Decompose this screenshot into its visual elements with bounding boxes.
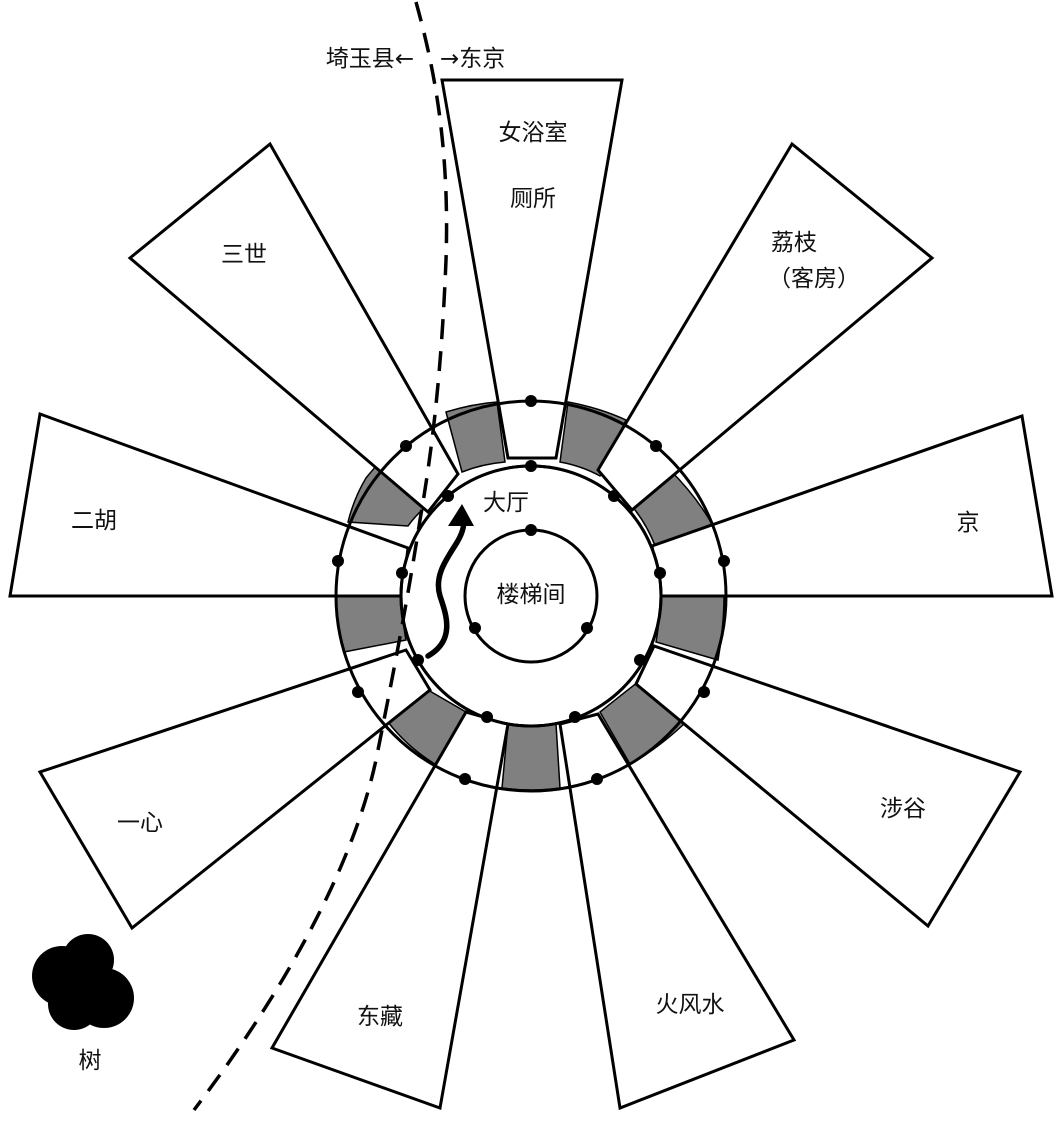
door-dot xyxy=(634,654,646,666)
door-dot xyxy=(591,773,603,785)
door-dot xyxy=(396,567,408,579)
door-dot xyxy=(608,490,620,502)
room-top-shape xyxy=(440,78,624,460)
room-right-label: 京 xyxy=(957,510,980,536)
room-top-label-2: 厕所 xyxy=(510,186,556,212)
room-upper-right-label-1: 荔枝 xyxy=(771,230,817,256)
path-arrow-head xyxy=(448,504,474,526)
door-dot xyxy=(581,622,593,634)
door-dot xyxy=(400,440,412,452)
room-upper-right-shape xyxy=(596,141,935,513)
room-upper-left-label: 三世 xyxy=(221,242,267,268)
door-dot xyxy=(718,555,730,567)
stairwell-label: 楼梯间 xyxy=(497,582,566,608)
room-bottom-left-label: 东藏 xyxy=(357,1004,403,1030)
rooms xyxy=(8,78,1054,1111)
border-right-label: →东京 xyxy=(440,46,505,72)
door-dot xyxy=(442,490,454,502)
path-arrow xyxy=(425,504,474,659)
room-top-label-1: 女浴室 xyxy=(499,120,568,146)
path-arrow-line xyxy=(425,513,467,659)
room-left-label: 二胡 xyxy=(71,508,117,534)
room-upper-left-shape xyxy=(127,141,460,515)
room-upper-right-label-2: （客房） xyxy=(768,266,860,292)
corridor-segment-left xyxy=(335,595,407,653)
corridor-segment-bottom xyxy=(501,723,561,791)
border-line xyxy=(192,1,449,1112)
hall-label: 大厅 xyxy=(483,490,529,516)
door-dot xyxy=(525,460,537,472)
door-dot xyxy=(412,654,424,666)
door-dot xyxy=(352,686,364,698)
door-dot xyxy=(481,711,493,723)
door-markers xyxy=(332,395,730,785)
door-dot xyxy=(332,555,344,567)
tree-label: 树 xyxy=(79,1048,102,1074)
room-lower-left-label: 一心 xyxy=(117,810,163,836)
hall-floor xyxy=(402,467,660,725)
room-lower-right-label: 涉谷 xyxy=(880,796,926,822)
door-dot xyxy=(469,622,481,634)
door-dot xyxy=(525,524,537,536)
door-dot xyxy=(459,773,471,785)
door-dot xyxy=(569,711,581,723)
room-bottom-right-label: 火风水 xyxy=(656,992,725,1018)
door-dot xyxy=(525,395,537,407)
door-dot xyxy=(654,567,666,579)
door-dot xyxy=(698,686,710,698)
tree-icon xyxy=(32,934,134,1030)
door-dot xyxy=(650,440,662,452)
corridor-segment-top-left xyxy=(445,401,506,474)
room-lower-left-shape xyxy=(37,648,432,931)
room-lower-right-shape xyxy=(634,644,1023,929)
corridor-segment-top-right xyxy=(559,401,627,478)
border-left-label: 埼玉县← xyxy=(326,46,414,72)
